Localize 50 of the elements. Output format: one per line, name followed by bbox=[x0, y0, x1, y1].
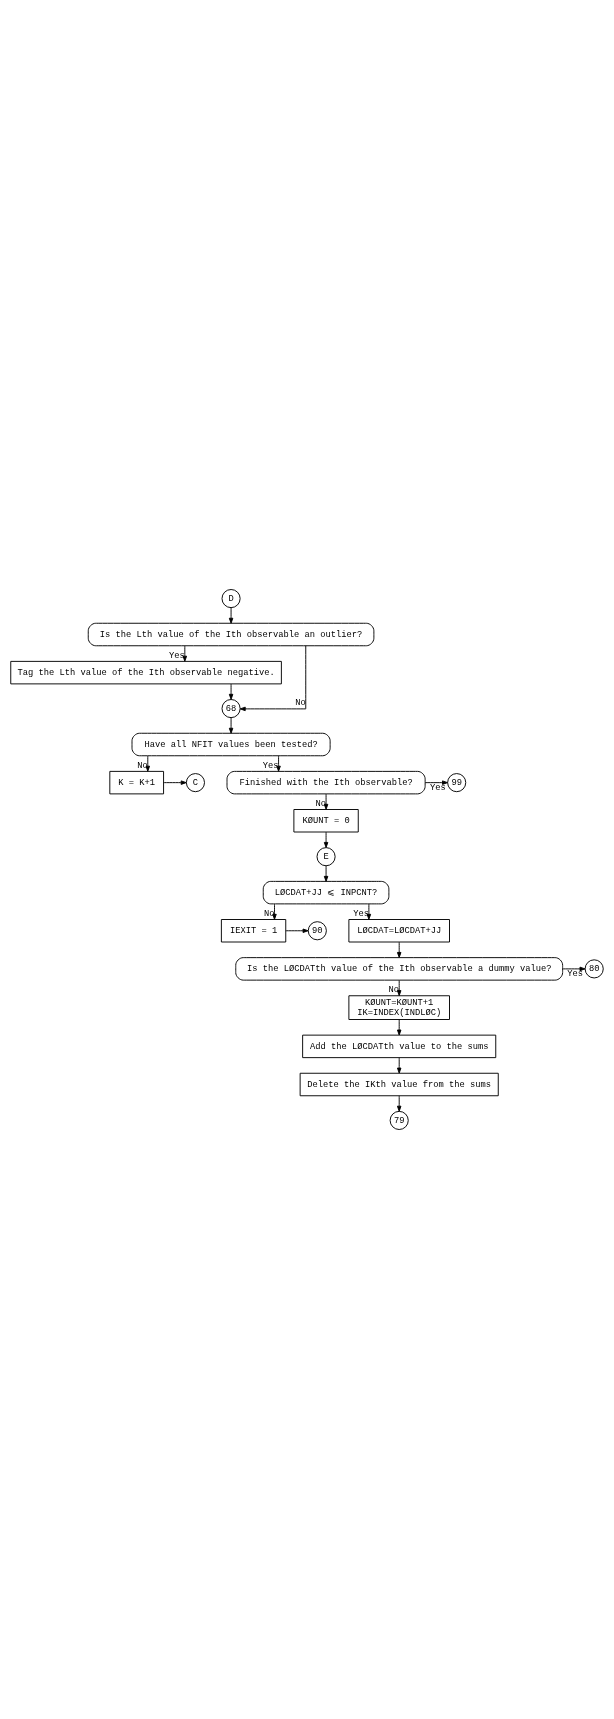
arrow bbox=[285, 928, 309, 933]
edge-label: Yes bbox=[429, 782, 446, 793]
arrow bbox=[424, 780, 448, 785]
arrow bbox=[396, 1057, 402, 1074]
arrow bbox=[228, 717, 234, 734]
edge-label: Yes bbox=[567, 968, 584, 979]
node-circle: 90 bbox=[307, 921, 327, 941]
node-circle: 79 bbox=[389, 1110, 409, 1130]
arrow bbox=[396, 979, 402, 997]
node-circle: C bbox=[185, 773, 205, 793]
node-box: LØCDAT+JJ ⩽ INPCNT? bbox=[262, 880, 390, 905]
edge-label: No bbox=[388, 985, 400, 996]
edge-label: Yes bbox=[169, 651, 185, 662]
arrow bbox=[396, 1095, 402, 1112]
arrow bbox=[323, 831, 329, 848]
arrow bbox=[239, 645, 307, 712]
edge-label: No bbox=[137, 761, 148, 772]
node-box: KØUNT=KØUNT+1 IK=INDEX(INDLØC) bbox=[348, 995, 450, 1020]
node-box: Finished with the Ith observable? bbox=[226, 770, 426, 795]
node-box: IEXIT = 1 bbox=[220, 919, 287, 943]
edge-label: No bbox=[315, 799, 327, 810]
node-box: Tag the Lth value of the Ith observable negative. bbox=[10, 660, 282, 685]
node-circle: D bbox=[221, 589, 241, 609]
node-box: Is the Lth value of the Ith observable an outlier? bbox=[87, 622, 375, 647]
arrow bbox=[272, 903, 277, 920]
node-box: LØCDAT=LØCDAT+JJ bbox=[348, 919, 450, 943]
edge-label: Yes bbox=[353, 909, 369, 920]
arrow bbox=[163, 780, 187, 785]
node-box: Delete the IKth value from the sums bbox=[299, 1072, 499, 1097]
node-box: Add the LØCDATth value to the sums bbox=[302, 1034, 497, 1059]
arrow bbox=[182, 645, 188, 662]
node-box: K = K+1 bbox=[109, 770, 165, 795]
arrow bbox=[228, 607, 234, 624]
arrow bbox=[228, 683, 234, 700]
node-circle: E bbox=[316, 847, 336, 867]
arrow bbox=[562, 966, 586, 972]
node-box: Have all NFIT values been tested? bbox=[131, 732, 331, 757]
node-box: KØUNT = 0 bbox=[293, 809, 359, 833]
arrow bbox=[323, 865, 329, 882]
node-circle: 99 bbox=[447, 773, 467, 793]
node-circle: 80 bbox=[584, 959, 604, 979]
arrow bbox=[396, 941, 402, 958]
edge-label: No bbox=[263, 909, 275, 920]
arrow bbox=[323, 793, 329, 810]
edge-label: Yes bbox=[262, 761, 279, 772]
arrow bbox=[276, 755, 281, 772]
arrow bbox=[396, 1019, 402, 1036]
node-box: Is the LØCDATth value of the Ith observable a dummy value? bbox=[235, 957, 564, 981]
node-circle: 68 bbox=[221, 699, 241, 719]
edge-label: No bbox=[295, 698, 306, 709]
